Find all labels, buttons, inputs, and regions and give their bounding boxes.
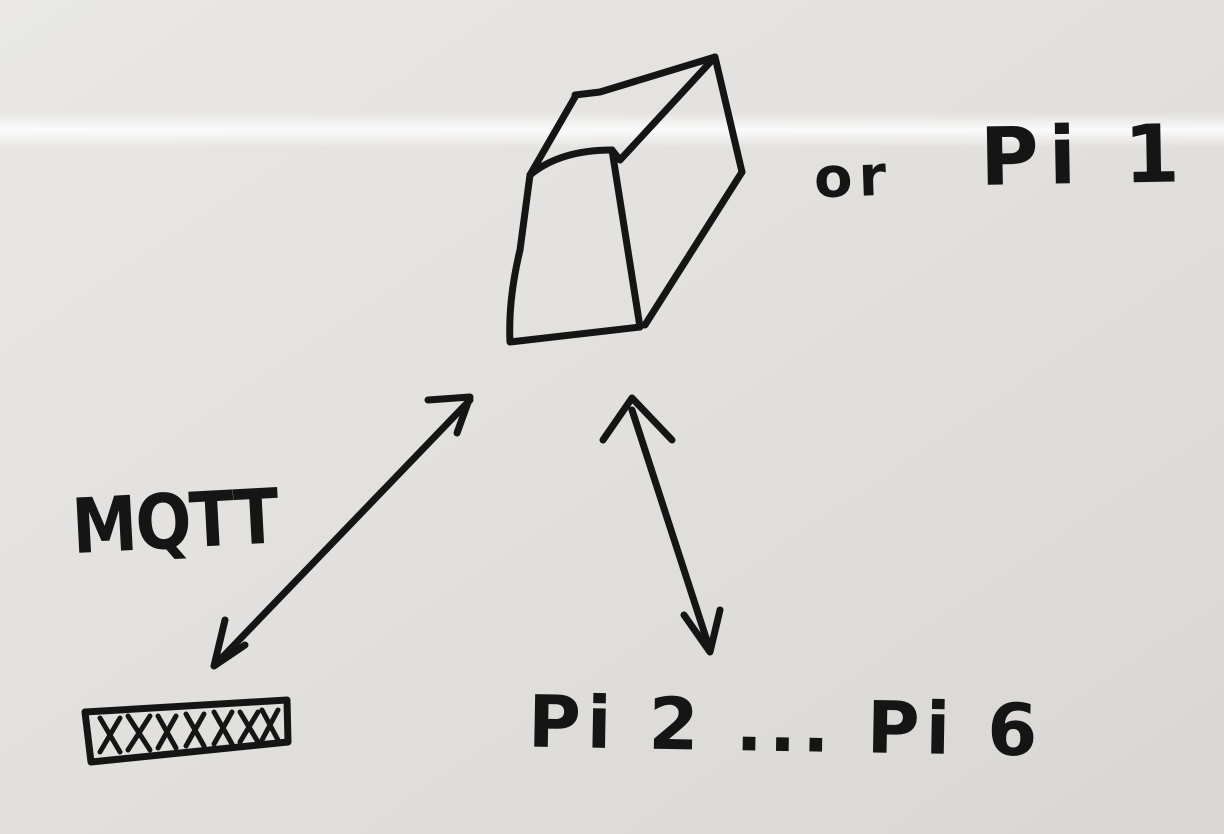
mqtt-label: MQTT <box>69 472 280 572</box>
pi-1-label: Pi 1 <box>979 107 1191 204</box>
pi-2-to-6-label: Pi 2 ... Pi 6 <box>527 679 1045 773</box>
or-label: or <box>812 143 894 212</box>
scribbled-out-box <box>81 696 292 766</box>
light-glare <box>0 112 1224 148</box>
pi-link-arrow <box>599 394 724 656</box>
mqtt-link-arrow <box>210 393 474 670</box>
pi-box-shape <box>506 53 746 346</box>
